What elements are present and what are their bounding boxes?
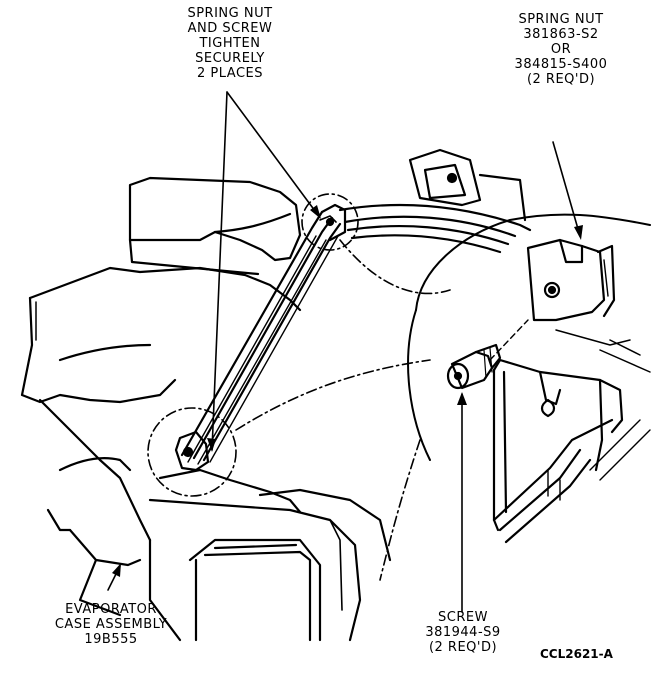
- callout-line: SPRING NUT: [187, 6, 273, 21]
- callout-line: (2 REQ'D): [428, 640, 498, 655]
- detail-outlines: [147, 193, 451, 581]
- spring-nut-and-screw-callout: SPRING NUT AND SCREW TIGHTEN SECURELY 2 …: [160, 6, 300, 81]
- bracket-rail: [174, 203, 347, 472]
- evaporator-case-callout: EVAPORATOR CASE ASSEMBLY 19B555: [36, 602, 186, 647]
- callout-line: (2 REQ'D): [526, 72, 596, 87]
- figure-reference: CCL2621-A: [540, 647, 613, 661]
- callout-line: 19B555: [84, 632, 138, 647]
- left-duct-housing: [20, 176, 302, 567]
- magnified-detail: [407, 213, 651, 544]
- callout-line: SCREW: [438, 610, 488, 625]
- callout-line: SECURELY: [195, 51, 265, 66]
- case-top-edges: [338, 148, 532, 254]
- lower-case-body: [78, 468, 392, 642]
- callout-line: CASE ASSEMBLY: [54, 617, 168, 632]
- callout-line: AND SCREW: [187, 21, 273, 36]
- callout-line: 381944-S9: [425, 625, 501, 640]
- screw-callout: SCREW 381944-S9 (2 REQ'D): [398, 610, 528, 655]
- arrowheads: [112, 205, 583, 577]
- callout-line: 381863-S2: [523, 27, 599, 42]
- callout-line: TIGHTEN: [199, 36, 261, 51]
- callout-line: EVAPORATOR: [65, 602, 157, 617]
- spring-nut-callout: SPRING NUT 381863-S2 OR 384815-S400 (2 R…: [486, 12, 636, 87]
- callout-line: 384815-S400: [514, 57, 608, 72]
- callout-line: 2 PLACES: [197, 66, 263, 81]
- callout-line: OR: [550, 42, 572, 57]
- callout-line: SPRING NUT: [518, 12, 604, 27]
